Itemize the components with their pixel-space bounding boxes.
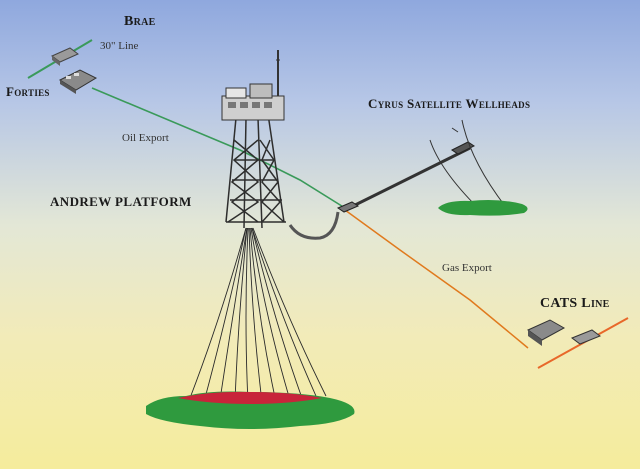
pipeline-junction-icon: [336, 201, 360, 213]
brae-riser-icon: [51, 47, 79, 66]
label-gas-export: Gas Export: [442, 262, 492, 274]
cyrus-wellhead-lines: [429, 119, 506, 209]
label-brae: Brae: [124, 14, 156, 29]
andrew-platform-structure: [225, 113, 286, 229]
label-andrew-platform: ANDREW PLATFORM: [50, 194, 192, 209]
cats-terminal-icon: [527, 319, 602, 346]
label-cyrus-satellite-wellheads: Cyrus Satellite Wellheads: [368, 96, 531, 111]
label-forties: Forties: [6, 84, 50, 99]
oil-export-pipeline: [91, 87, 346, 209]
platform-export-riser: [288, 211, 340, 240]
andrew-reservoir-oil-zone: [178, 391, 322, 404]
label-30-line: 30" Line: [100, 40, 139, 52]
gas-export-pipeline: [344, 209, 529, 349]
label-cats-line: CATS Line: [540, 296, 610, 311]
cyrus-manifold-icon: [451, 141, 475, 155]
label-oil-export: Oil Export: [122, 132, 169, 144]
cyrus-reservoir: [438, 200, 528, 216]
andrew-well-trajectories: [189, 227, 327, 403]
cyrus-tieback-line: [344, 146, 471, 212]
andrew-platform-topsides: [221, 50, 285, 121]
forties-terminal-icon: [58, 69, 98, 94]
